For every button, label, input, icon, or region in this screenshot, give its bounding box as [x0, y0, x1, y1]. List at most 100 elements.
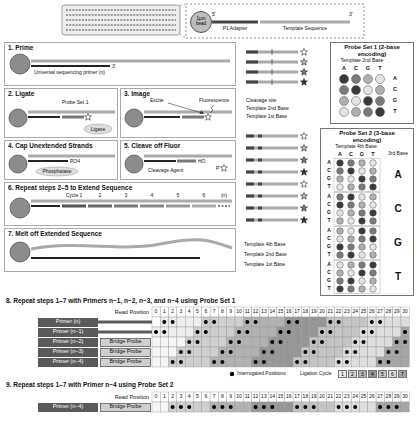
color-dot — [359, 194, 366, 201]
read-position-number: 3 — [180, 309, 183, 315]
table-cell — [152, 357, 160, 367]
legend-swatch: 2 — [348, 370, 357, 378]
label: G — [360, 151, 364, 157]
interrogated-dot — [386, 360, 390, 364]
node-text: Bridge Probe — [109, 339, 141, 345]
interrogated-dot — [403, 340, 407, 344]
read-position-number: 30 — [402, 309, 408, 315]
probe-illustration-3base — [301, 157, 308, 164]
table-cell — [202, 337, 210, 347]
table-cell — [393, 392, 401, 402]
interrogated-dot — [254, 360, 258, 364]
probe-illustration-3base — [301, 217, 308, 224]
step3-art — [125, 109, 143, 127]
label: 3' — [112, 64, 116, 70]
node-text: Probe Set 1 (2-base encoding) — [331, 43, 413, 59]
table-cell — [252, 307, 260, 317]
interrogated-dot — [345, 350, 349, 354]
probe-illustration-3base — [258, 207, 262, 210]
table-cell — [185, 317, 193, 327]
label: T — [327, 286, 330, 292]
color-dot — [340, 108, 349, 117]
table-cell — [235, 317, 243, 327]
label: (n) — [221, 193, 227, 199]
read-position-number: 6 — [204, 394, 207, 400]
color-dot — [337, 228, 344, 235]
read-position-number: 16 — [286, 394, 292, 400]
label: G — [327, 176, 331, 182]
interrogated-dot — [287, 330, 291, 334]
table-cell — [360, 392, 368, 402]
table-cell — [277, 392, 285, 402]
table-cell — [368, 392, 376, 402]
interrogated-dot — [337, 405, 341, 409]
read-position-number: 7 — [213, 309, 216, 315]
label: A — [393, 75, 397, 81]
interrogated-dot — [328, 330, 332, 334]
probe-illustration — [301, 59, 308, 66]
bead-slide — [66, 29, 176, 31]
table-cell — [351, 392, 359, 402]
table-cell — [260, 402, 268, 412]
step3-art — [144, 116, 180, 118]
color-dot — [337, 270, 344, 277]
table-cell — [368, 402, 376, 412]
table-cell — [351, 307, 359, 317]
probe-illustration-3base — [246, 135, 298, 138]
step6-art — [62, 205, 86, 208]
read-position-number: 1 — [163, 394, 166, 400]
probe-illustration-3base — [246, 159, 254, 162]
table-cell — [318, 307, 326, 317]
table-cell — [227, 402, 235, 412]
color-dot — [359, 278, 366, 285]
label: C — [349, 151, 353, 157]
table-cell — [326, 347, 334, 357]
interrogated-dot — [378, 360, 382, 364]
table-cell — [368, 317, 376, 327]
table-cell — [384, 337, 392, 347]
label: G — [327, 210, 331, 216]
node-text: 6. Repeat steps 2–5 to Extend Sequence — [5, 183, 235, 192]
color-dot — [359, 202, 366, 209]
table-cell — [169, 317, 177, 327]
read-position-number: 8 — [221, 309, 224, 315]
step2-art — [84, 124, 112, 134]
probe-illustration — [272, 59, 273, 65]
read-position-number: 0 — [155, 394, 158, 400]
probe-set-box: Probe Set 1 (2-base encoding) — [330, 42, 414, 124]
interrogated-dot — [212, 405, 216, 409]
table-cell — [368, 337, 376, 347]
table-cell — [301, 307, 309, 317]
label: Cleavage Agent — [148, 168, 183, 174]
label: 3 — [125, 193, 128, 199]
legend-text: 4 — [369, 371, 376, 378]
color-dot — [337, 160, 344, 167]
table-cell — [194, 307, 202, 317]
color-dot — [370, 228, 377, 235]
color-dot — [370, 244, 377, 251]
label: T — [395, 271, 401, 283]
interrogated-dot — [353, 340, 357, 344]
step3-art — [200, 111, 205, 114]
table-cell — [169, 327, 177, 337]
color-dot — [370, 252, 377, 259]
interrogated-dot — [154, 330, 158, 334]
probe-illustration-3base — [246, 159, 298, 162]
label: G — [393, 97, 397, 103]
table-cell — [326, 392, 334, 402]
node-text: Primer (n−4) — [53, 359, 84, 365]
probe-illustration — [272, 69, 273, 75]
interrogated-dot — [162, 320, 166, 324]
table-cell — [285, 307, 293, 317]
bridge-probe-box: Bridge Probe — [100, 348, 151, 357]
read-position-number: 26 — [369, 394, 375, 400]
table-cell — [335, 357, 343, 367]
probe-illustration — [246, 71, 258, 74]
probe-illustration-3base — [301, 133, 308, 140]
read-position-number: 23 — [344, 309, 350, 315]
read-position-number: 6 — [204, 309, 207, 315]
interrogated-dot — [312, 340, 316, 344]
interrogated-dot — [312, 350, 316, 354]
table-cell — [260, 347, 268, 357]
